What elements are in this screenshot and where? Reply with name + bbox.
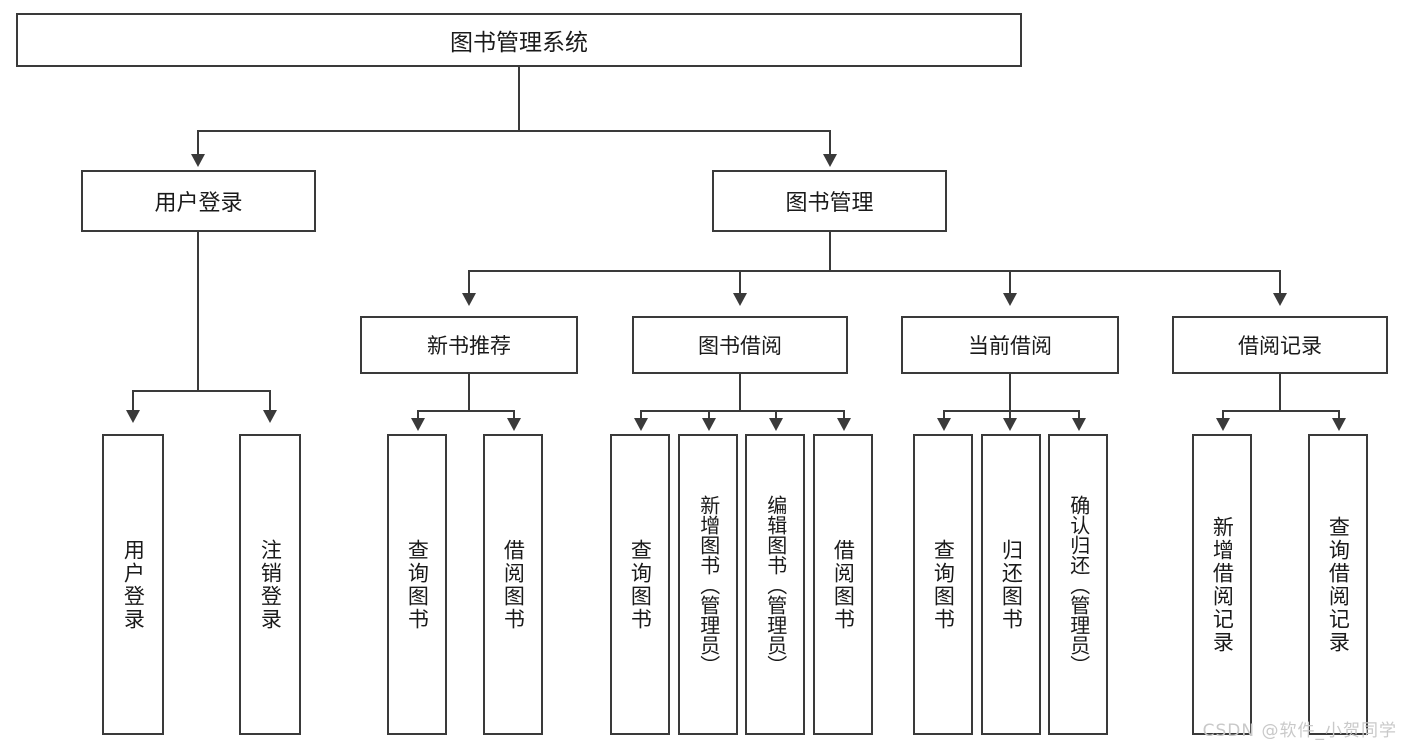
- leaf-borrow-record-2-label: 查询借阅记录: [1326, 515, 1351, 654]
- connector-user-login-drop-2: [269, 390, 271, 412]
- connector-nbr-stem: [468, 374, 470, 412]
- node-borrow-record-label: 借阅记录: [1238, 334, 1322, 358]
- arrow-to-current-borrow: [1003, 293, 1017, 306]
- leaf-book-borrow-4[interactable]: 借阅图书: [813, 434, 873, 735]
- connector-nbr-drop-1: [417, 410, 419, 420]
- connector-cb-stem: [1009, 374, 1011, 412]
- node-user-login-label: 用户登录: [154, 191, 243, 216]
- node-current-borrow[interactable]: 当前借阅: [901, 316, 1119, 374]
- leaf-borrow-record-2[interactable]: 查询借阅记录: [1308, 434, 1368, 735]
- leaf-book-borrow-2-label: 新增图书（管理员）: [696, 494, 721, 675]
- connector-bb-drop-4: [843, 410, 845, 420]
- connector-nbr-drop-2: [513, 410, 515, 420]
- node-new-book-recommend[interactable]: 新书推荐: [360, 316, 578, 374]
- connector-cb-bus: [943, 410, 1080, 412]
- leaf-current-borrow-2-label: 归还图书: [999, 538, 1024, 631]
- leaf-book-borrow-3-label: 编辑图书（管理员）: [763, 494, 788, 675]
- connector-book-manage-drop-3: [1009, 270, 1011, 295]
- connector-bb-drop-3: [775, 410, 777, 420]
- leaf-book-borrow-2[interactable]: 新增图书（管理员）: [678, 434, 738, 735]
- leaf-book-borrow-4-label: 借阅图书: [831, 538, 856, 631]
- arrow-nbr-leaf-2: [507, 418, 521, 431]
- connector-root-drop-1: [197, 130, 199, 156]
- arrow-cb-leaf-2: [1003, 418, 1017, 431]
- connector-root-drop-2: [829, 130, 831, 156]
- connector-bb-drop-1: [640, 410, 642, 420]
- leaf-current-borrow-1[interactable]: 查询图书: [913, 434, 973, 735]
- connector-book-manage-drop-4: [1279, 270, 1281, 295]
- arrow-br-leaf-1: [1216, 418, 1230, 431]
- leaf-borrow-record-1[interactable]: 新增借阅记录: [1192, 434, 1252, 735]
- leaf-current-borrow-1-label: 查询图书: [931, 538, 956, 631]
- leaf-user-login-1-label: 用户登录: [121, 538, 146, 631]
- connector-book-manage-drop-2: [739, 270, 741, 295]
- leaf-borrow-record-1-label: 新增借阅记录: [1210, 515, 1235, 654]
- connector-br-drop-1: [1222, 410, 1224, 420]
- leaf-current-borrow-3-label: 确认归还（管理员）: [1066, 494, 1091, 675]
- connector-br-stem: [1279, 374, 1281, 412]
- arrow-user-login-leaf-1: [126, 410, 140, 423]
- connector-book-manage-bus: [468, 270, 1280, 272]
- arrow-to-borrow-record: [1273, 293, 1287, 306]
- arrow-to-book-borrow: [733, 293, 747, 306]
- leaf-current-borrow-3[interactable]: 确认归还（管理员）: [1048, 434, 1108, 735]
- connector-cb-drop-2: [1009, 410, 1011, 420]
- leaf-user-login-2[interactable]: 注销登录: [239, 434, 301, 735]
- node-book-manage[interactable]: 图书管理: [712, 170, 947, 232]
- connector-nbr-bus: [417, 410, 513, 412]
- leaf-current-borrow-2[interactable]: 归还图书: [981, 434, 1041, 735]
- node-book-borrow-label: 图书借阅: [698, 334, 782, 358]
- arrow-to-new-book-recommend: [462, 293, 476, 306]
- arrow-root-to-user-login: [191, 154, 205, 167]
- connector-br-bus: [1222, 410, 1339, 412]
- connector-root-stem: [518, 67, 520, 130]
- connector-user-login-drop-1: [132, 390, 134, 412]
- connector-user-login-bus: [132, 390, 271, 392]
- arrow-user-login-leaf-2: [263, 410, 277, 423]
- leaf-user-login-1[interactable]: 用户登录: [102, 434, 164, 735]
- node-book-manage-label: 图书管理: [785, 191, 874, 216]
- node-root-label: 图书管理系统: [450, 30, 588, 56]
- node-user-login[interactable]: 用户登录: [81, 170, 316, 232]
- arrow-bb-leaf-1: [634, 418, 648, 431]
- connector-cb-drop-1: [943, 410, 945, 420]
- connector-book-manage-drop-1: [468, 270, 470, 295]
- node-new-book-recommend-label: 新书推荐: [427, 334, 511, 358]
- leaf-book-borrow-1-label: 查询图书: [628, 538, 653, 631]
- arrow-bb-leaf-3: [769, 418, 783, 431]
- leaf-user-login-2-label: 注销登录: [258, 538, 283, 631]
- arrow-cb-leaf-3: [1072, 418, 1086, 431]
- arrow-br-leaf-2: [1332, 418, 1346, 431]
- connector-book-manage-stem: [829, 232, 831, 272]
- node-root[interactable]: 图书管理系统: [16, 13, 1022, 67]
- connector-user-login-stem: [197, 232, 199, 392]
- node-borrow-record[interactable]: 借阅记录: [1172, 316, 1388, 374]
- connector-bb-stem: [739, 374, 741, 412]
- arrow-cb-leaf-1: [937, 418, 951, 431]
- connector-br-drop-2: [1338, 410, 1340, 420]
- arrow-bb-leaf-4: [837, 418, 851, 431]
- arrow-root-to-book-manage: [823, 154, 837, 167]
- leaf-book-borrow-1[interactable]: 查询图书: [610, 434, 670, 735]
- arrow-nbr-leaf-1: [411, 418, 425, 431]
- leaf-new-book-recommend-2-label: 借阅图书: [501, 538, 526, 631]
- connector-cb-drop-3: [1078, 410, 1080, 420]
- leaf-book-borrow-3[interactable]: 编辑图书（管理员）: [745, 434, 805, 735]
- node-current-borrow-label: 当前借阅: [968, 334, 1052, 358]
- connector-root-bus: [197, 130, 831, 132]
- node-book-borrow[interactable]: 图书借阅: [632, 316, 848, 374]
- leaf-new-book-recommend-1[interactable]: 查询图书: [387, 434, 447, 735]
- connector-bb-bus: [640, 410, 844, 412]
- connector-bb-drop-2: [708, 410, 710, 420]
- leaf-new-book-recommend-1-label: 查询图书: [405, 538, 430, 631]
- arrow-bb-leaf-2: [702, 418, 716, 431]
- leaf-new-book-recommend-2[interactable]: 借阅图书: [483, 434, 543, 735]
